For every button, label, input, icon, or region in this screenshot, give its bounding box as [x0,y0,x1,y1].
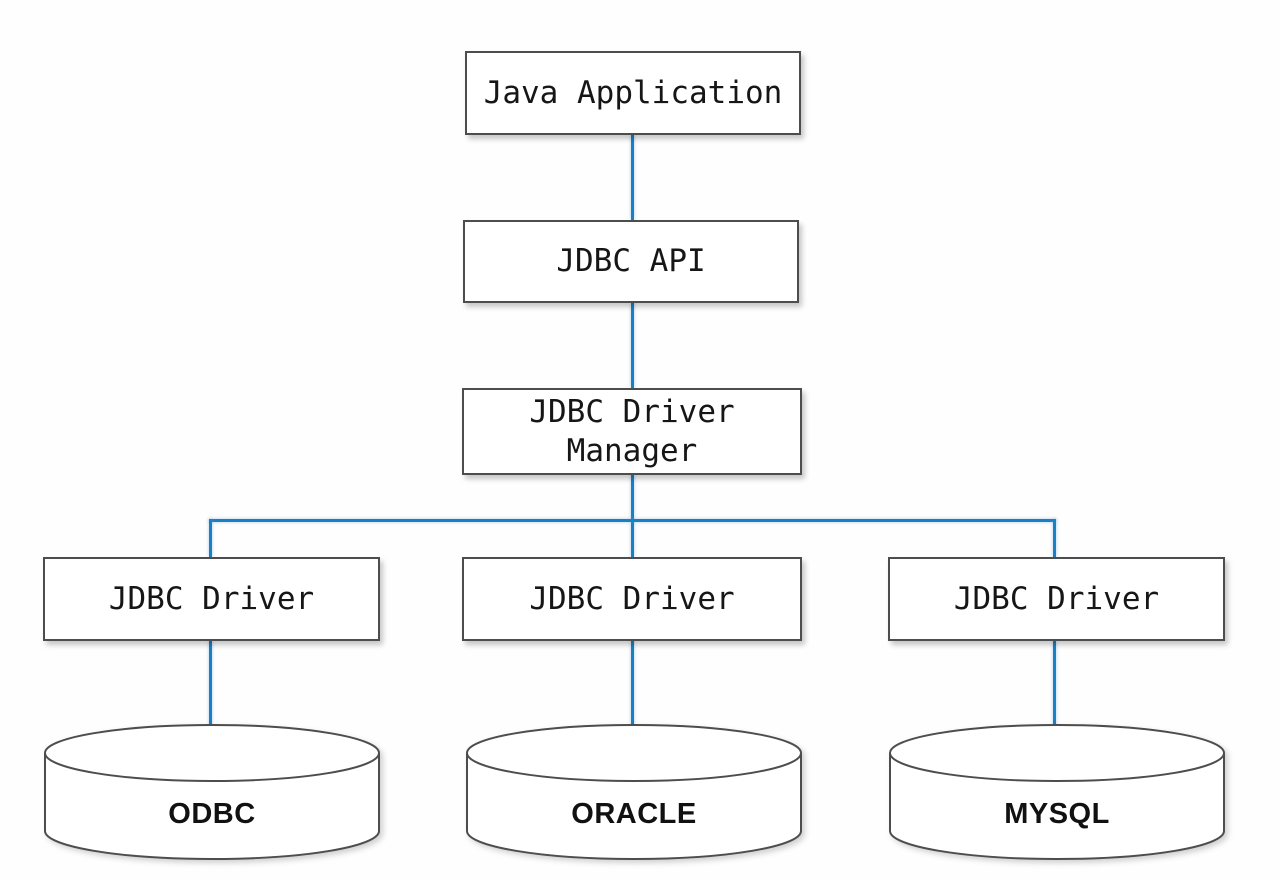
node-java-application: Java Application [465,51,801,135]
connector-driver-right-to-mysql [1053,641,1056,726]
database-cylinder-icon [889,724,1225,860]
connector-driver-middle-to-oracle [631,641,634,726]
connector-branch-to-driver-right [1053,519,1056,557]
database-mysql: MYSQL [887,722,1227,862]
connector-app-to-api [631,135,634,220]
connector-driver-left-to-odbc [209,641,212,726]
connector-api-to-manager [631,303,634,388]
node-jdbc-api: JDBC API [463,220,799,303]
node-label-java-application: Java Application [483,74,783,111]
node-label-jdbc-driver-left: JDBC Driver [108,580,315,617]
database-cylinder-icon [466,724,802,860]
node-jdbc-driver-right: JDBC Driver [888,557,1225,641]
node-label-jdbc-driver-middle: JDBC Driver [529,580,735,617]
database-label-mysql: MYSQL [1004,798,1110,830]
node-jdbc-driver-manager: JDBC Driver Manager [462,388,802,475]
database-label-odbc: ODBC [168,798,256,830]
database-cylinder-icon [44,724,380,860]
node-jdbc-driver-middle: JDBC Driver [462,557,802,641]
node-label-jdbc-api: JDBC API [556,243,706,280]
database-label-oracle: ORACLE [571,798,697,830]
node-label-jdbc-driver-manager: JDBC Driver Manager [529,393,735,469]
database-odbc: ODBC [42,722,382,862]
database-oracle: ORACLE [464,722,804,862]
connector-branch-to-driver-left [209,519,212,557]
node-jdbc-driver-left: JDBC Driver [43,557,380,641]
connector-branch-horizontal [209,519,1056,522]
connector-manager-to-branch [631,475,634,557]
node-label-jdbc-driver-right: JDBC Driver [953,580,1160,617]
